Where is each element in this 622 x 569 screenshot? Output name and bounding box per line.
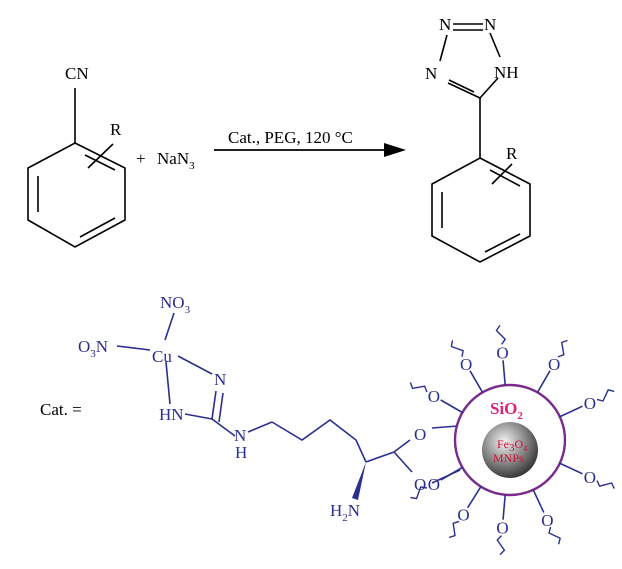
cu-n-bond bbox=[177, 355, 213, 375]
reaction-arrow bbox=[214, 143, 406, 157]
wavy-tail bbox=[450, 340, 464, 358]
shell-label: SiO2 bbox=[490, 399, 523, 422]
tetrazole-n1: N bbox=[439, 15, 451, 34]
wavy-tail bbox=[596, 480, 615, 489]
nanoparticle bbox=[453, 383, 567, 497]
core-label-line2: MNPs bbox=[493, 451, 524, 465]
acetal-o-bottom: O bbox=[414, 475, 426, 494]
wavy-tail bbox=[409, 382, 428, 393]
surface-o-label: O bbox=[584, 468, 596, 487]
surface-bond bbox=[559, 405, 583, 418]
wavy-tail bbox=[557, 339, 568, 358]
wedge-bond bbox=[352, 462, 366, 500]
benzonitrile bbox=[27, 88, 126, 248]
silica-shell bbox=[453, 383, 567, 497]
chain-bond bbox=[247, 421, 273, 433]
double-bond bbox=[79, 217, 116, 238]
wavy-tail bbox=[495, 324, 506, 345]
plus-sign: + bbox=[136, 149, 146, 168]
surface-o-label: O bbox=[428, 387, 440, 406]
reagent-label: NaN3 bbox=[157, 149, 195, 172]
surface-bond bbox=[440, 466, 463, 481]
surface-bond bbox=[466, 486, 482, 509]
wavy-tail bbox=[448, 520, 460, 539]
substituent-label: R bbox=[110, 120, 122, 139]
ring-hn-label: HN bbox=[159, 405, 184, 424]
no3-top-label: NO3 bbox=[160, 293, 191, 316]
surface-bond bbox=[469, 370, 484, 393]
copper-complex bbox=[116, 312, 461, 484]
surface-o-label: O bbox=[457, 506, 469, 525]
cu-no3-bond bbox=[164, 312, 175, 341]
cu-n-bond bbox=[165, 361, 171, 405]
wavy-tail bbox=[496, 535, 506, 556]
ring-bond bbox=[184, 413, 213, 420]
substituent-bond bbox=[87, 143, 114, 169]
surface-bond bbox=[502, 494, 507, 520]
conditions-label: Cat., PEG, 120 °C bbox=[228, 128, 353, 147]
product-phenyl bbox=[431, 98, 531, 263]
surface-o-label: O bbox=[428, 475, 440, 494]
magnetic-core bbox=[482, 422, 538, 478]
tetrazole-nh: NH bbox=[494, 63, 519, 82]
acetal-bond bbox=[393, 451, 413, 473]
surface-o-label: O bbox=[460, 355, 472, 374]
wavy-tail bbox=[596, 389, 615, 402]
benzonitrile-ring bbox=[27, 142, 126, 248]
surface-bond bbox=[440, 399, 463, 414]
surface-o-label: O bbox=[548, 355, 560, 374]
guanidine-n-bond bbox=[211, 418, 236, 437]
tetrazole-ring bbox=[439, 23, 501, 99]
linker-n-label: N bbox=[234, 426, 246, 445]
cu-no3-bond bbox=[116, 345, 151, 351]
linker-h-label: H bbox=[235, 443, 247, 462]
surface-o-label: O bbox=[584, 394, 596, 413]
catalyst-label: Cat. = bbox=[40, 400, 82, 419]
surface-o-label: O bbox=[496, 519, 508, 538]
acetal-bond bbox=[393, 439, 411, 453]
ring-double-bond bbox=[218, 392, 224, 423]
surface-o-label: O bbox=[496, 343, 508, 362]
product-substituent-label: R bbox=[506, 144, 518, 163]
product-ring bbox=[431, 157, 531, 263]
tetrazole-n2: N bbox=[484, 15, 496, 34]
alkyl-chain bbox=[271, 419, 367, 463]
wavy-tail bbox=[410, 486, 428, 500]
ring-n-label: N bbox=[214, 370, 226, 389]
wavy-tail bbox=[548, 526, 561, 545]
chain-bond bbox=[365, 451, 395, 463]
no3-left-label: O3N bbox=[78, 337, 108, 360]
surface-bond bbox=[502, 360, 507, 386]
acetal-o-top: O bbox=[414, 425, 426, 444]
amine-label: H2N bbox=[330, 501, 360, 524]
double-bond bbox=[84, 154, 116, 171]
surface-bond bbox=[532, 489, 545, 513]
nitrile-label: CN bbox=[65, 64, 89, 83]
tetrazole-n4: N bbox=[425, 64, 437, 83]
ring-double-bond bbox=[211, 390, 217, 420]
surface-bond bbox=[536, 370, 551, 393]
surface-o-label: O bbox=[541, 511, 553, 530]
acetal-o-bond bbox=[431, 425, 459, 429]
copper-label: Cu bbox=[152, 347, 172, 366]
core-label-line1: Fe3O4 bbox=[497, 437, 527, 454]
surface-bond bbox=[559, 462, 583, 475]
